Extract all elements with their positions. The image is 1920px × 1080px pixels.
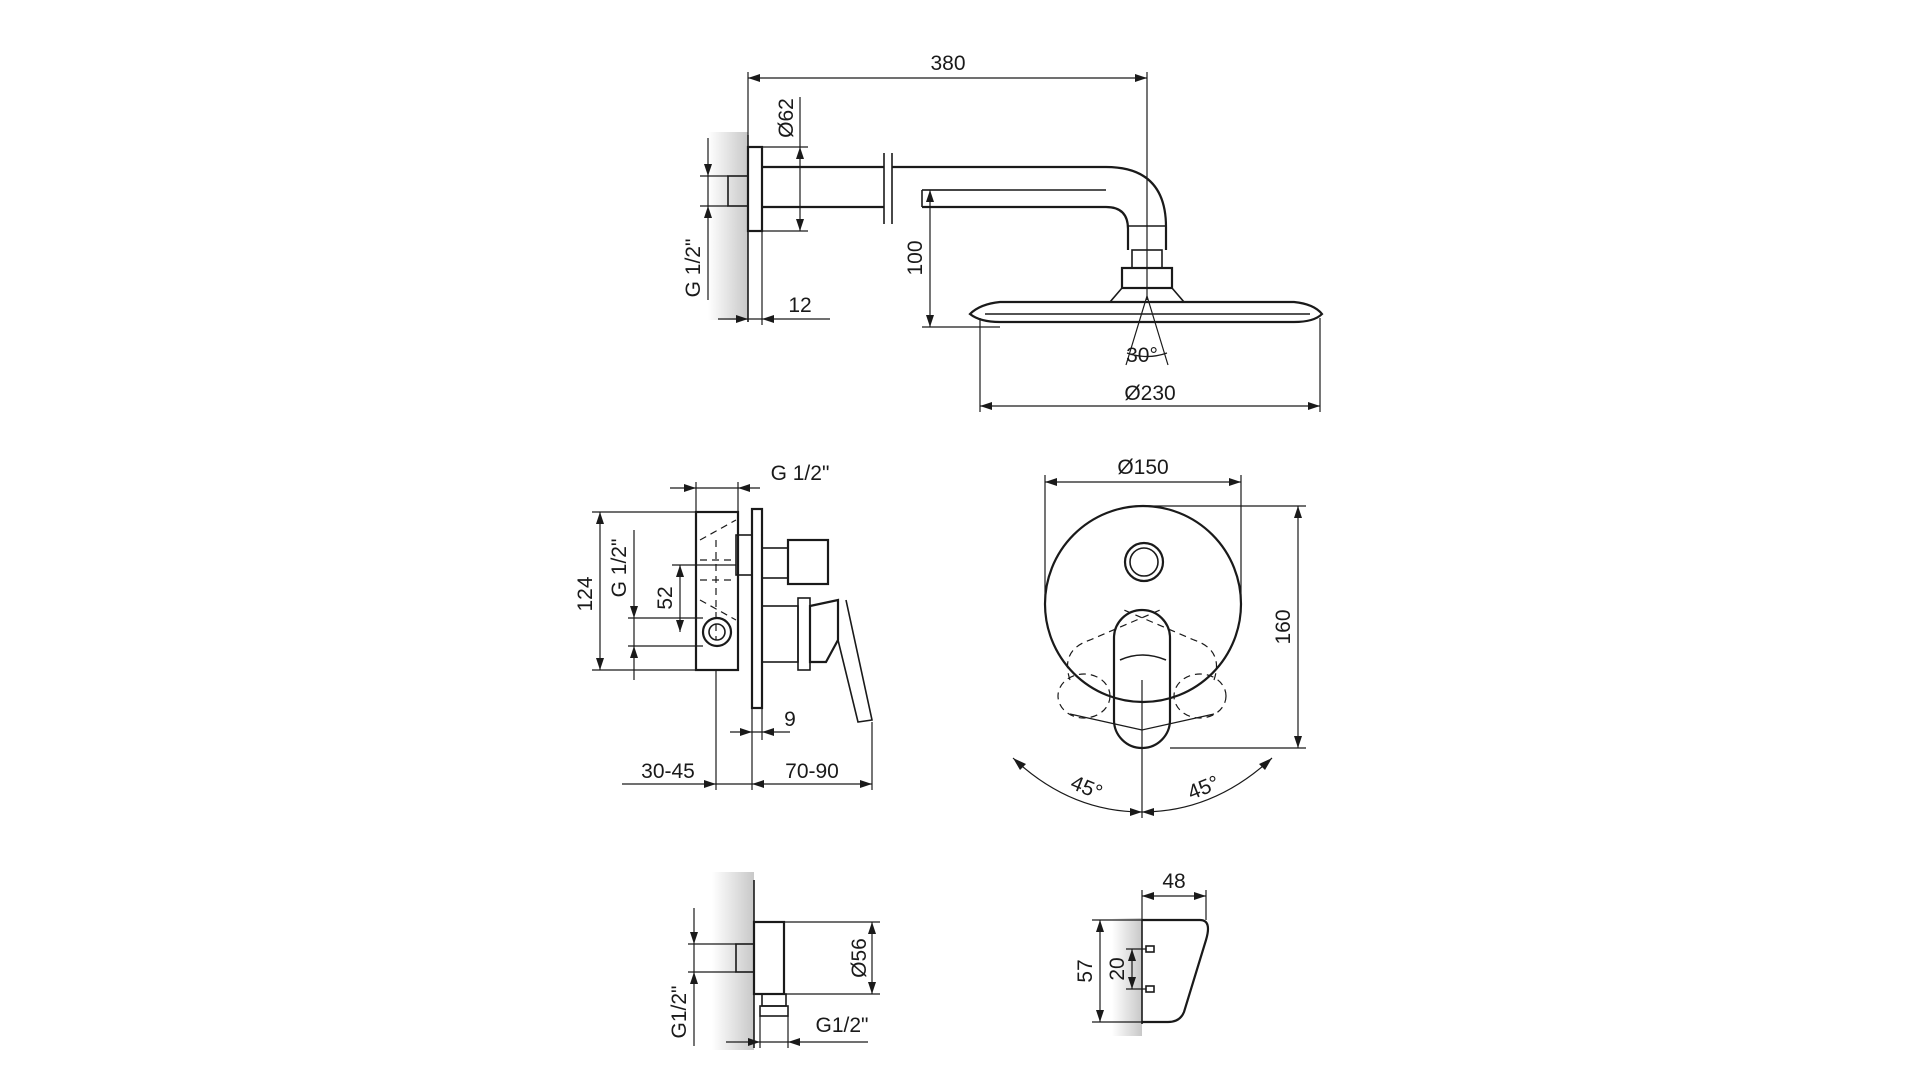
rear-thread-label: G1/2" <box>668 986 691 1039</box>
arm-thread-label: G 1/2" <box>682 239 705 298</box>
body-height-label: 124 <box>574 576 597 611</box>
wall-shade <box>712 872 754 1050</box>
bottom-thread-label: G1/2" <box>816 1014 869 1037</box>
arm-length-label: 380 <box>930 52 965 75</box>
right-rotation-label: 45° <box>1185 771 1223 804</box>
wall-shade <box>1112 918 1142 1036</box>
wall-outlet-view: G1/2" Ø56 G1/2" <box>668 872 880 1050</box>
head-diameter-label: Ø230 <box>1124 382 1175 405</box>
wall-shade <box>708 132 748 320</box>
outlet-diameter-label: Ø56 <box>848 938 871 978</box>
shower-arm-view: 380 Ø62 G 1/2" 12 100 30° Ø230 <box>682 52 1324 412</box>
inlet-offset-label: 52 <box>654 586 677 609</box>
front-height-label: 160 <box>1272 609 1295 644</box>
plate-thickness-label: 9 <box>784 708 796 731</box>
holder-view: 48 57 20 <box>1074 870 1210 1036</box>
flange-diameter-label: Ø62 <box>775 98 798 138</box>
projection-label: 70-90 <box>785 760 839 783</box>
install-depth-label: 30-45 <box>641 760 695 783</box>
fixing-spacing-label: 20 <box>1106 957 1129 980</box>
mixer-side-view: G 1/2" 124 G 1/2" 52 9 30-45 70-90 <box>574 462 873 790</box>
holder-width-label: 48 <box>1162 870 1185 893</box>
spray-angle-label: 30° <box>1126 344 1158 367</box>
flange-thickness-label: 12 <box>788 294 811 317</box>
plate-diameter-label: Ø150 <box>1117 456 1168 479</box>
left-rotation-label: 45° <box>1067 771 1105 804</box>
outlet-thread-label: G 1/2" <box>771 462 830 485</box>
mixer-front-view: Ø150 160 45° 45° <box>1012 456 1306 818</box>
holder-height-label: 57 <box>1074 959 1097 982</box>
drop-label: 100 <box>904 240 927 275</box>
inlet-thread-label: G 1/2" <box>608 539 631 598</box>
